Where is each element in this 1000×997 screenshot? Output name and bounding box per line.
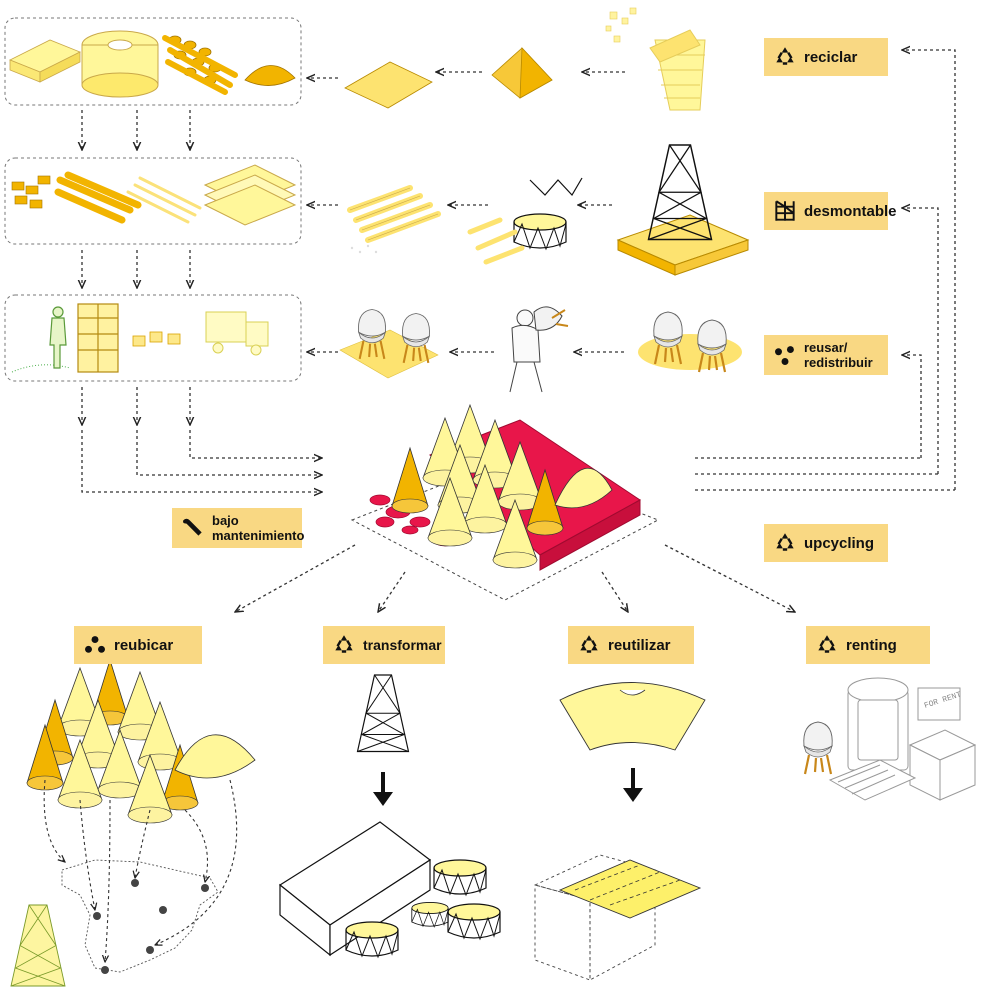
materials-box-bottom bbox=[4, 294, 302, 382]
label-transformar: transformar bbox=[323, 626, 445, 664]
label-desmontable-text: desmontable bbox=[804, 202, 897, 220]
person-carrying-chair-illustration bbox=[509, 306, 569, 393]
label-reubicar-text: reubicar bbox=[114, 636, 174, 654]
label-reusar: reusar/ redistribuir bbox=[764, 335, 888, 375]
label-transformar-text: transformar bbox=[363, 636, 442, 653]
pyramid-cone-illustration bbox=[491, 47, 553, 99]
recycle-icon bbox=[818, 635, 836, 653]
scaffold-icon bbox=[775, 200, 795, 221]
recycle-icon bbox=[776, 47, 794, 65]
label-bajo-mantenimiento-text: bajo mantenimiento bbox=[212, 513, 305, 543]
label-upcycling-text: upcycling bbox=[804, 534, 875, 552]
chairs-on-yellow-circle-illustration bbox=[638, 310, 742, 374]
label-reusar-text: reusar/ redistribuir bbox=[804, 340, 873, 370]
transformar-illustration bbox=[278, 674, 501, 958]
flat-sheet-illustration bbox=[344, 61, 433, 109]
label-bajo-mantenimiento: bajo mantenimiento bbox=[172, 508, 305, 548]
label-reubicar: reubicar bbox=[74, 626, 202, 664]
label-reciclar-text: reciclar bbox=[804, 48, 858, 66]
label-reutilizar-text: reutilizar bbox=[608, 636, 671, 654]
diagonal-flow-arrows bbox=[235, 544, 795, 612]
recycle-icon bbox=[580, 635, 598, 653]
reutilizar-illustration bbox=[533, 682, 706, 981]
circular-arrows-icon bbox=[775, 346, 794, 365]
vertical-flow-arrows bbox=[82, 110, 322, 492]
shredding-cone-illustration bbox=[605, 7, 706, 111]
renting-illustration: FOR RENT bbox=[802, 677, 977, 801]
label-reutilizar: reutilizar bbox=[568, 626, 694, 664]
dots-network-icon bbox=[85, 636, 105, 653]
label-desmontable: desmontable bbox=[764, 192, 897, 230]
wrench-icon bbox=[183, 518, 202, 536]
reubicar-cones-illustration bbox=[26, 659, 256, 824]
poles-stack-illustration bbox=[347, 185, 441, 254]
upcycle-arrows-icon bbox=[776, 533, 794, 551]
materials-box-middle bbox=[4, 157, 302, 245]
label-upcycling: upcycling bbox=[764, 524, 888, 562]
disassembled-kit-illustration bbox=[467, 177, 583, 265]
feedback-arrows-right bbox=[695, 50, 956, 491]
spain-map-illustration bbox=[10, 779, 238, 987]
label-renting: renting bbox=[806, 626, 930, 664]
lattice-tower-illustration bbox=[616, 144, 750, 276]
row-flow-arrows bbox=[307, 72, 625, 352]
label-renting-text: renting bbox=[846, 636, 897, 654]
chairs-on-mat-illustration bbox=[339, 308, 439, 379]
label-reciclar: reciclar bbox=[764, 38, 888, 76]
materials-box-top bbox=[4, 17, 302, 106]
central-installation-illustration bbox=[350, 404, 660, 601]
recycle-icon bbox=[335, 635, 353, 653]
